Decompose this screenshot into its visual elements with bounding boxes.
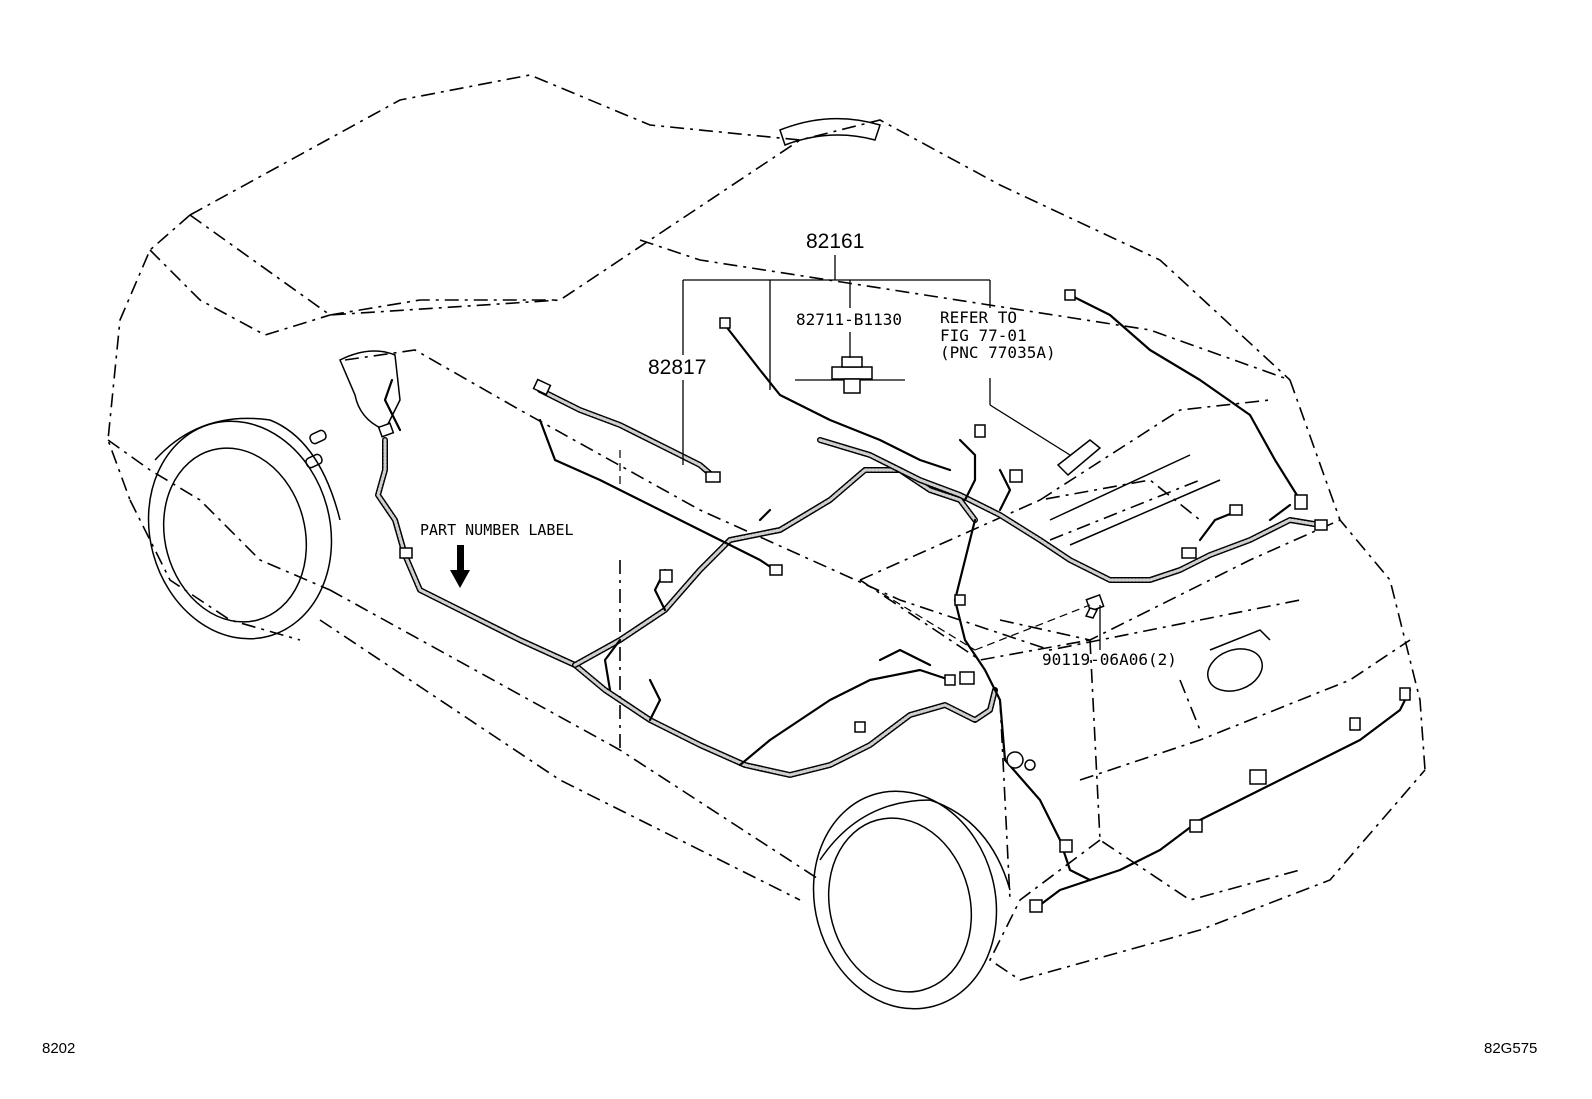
clip-illustration <box>795 356 905 394</box>
car-body-outline <box>107 74 1426 981</box>
figure-id: 82G575 <box>1484 1040 1538 1057</box>
part-number-bolt: 90119-06A06(2) <box>1042 650 1177 669</box>
connectors <box>377 289 1411 913</box>
car-solid-details <box>147 117 1271 1010</box>
part-number-82161: 82161 <box>806 230 865 253</box>
part-number-82817: 82817 <box>648 356 707 379</box>
bolt-illustration <box>1084 594 1105 619</box>
module-illustration <box>1056 439 1102 477</box>
refer-to-note: REFER TO FIG 77-01 (PNC 77035A) <box>940 308 1056 363</box>
leader-lines <box>619 255 1101 651</box>
part-number-label-note: PART NUMBER LABEL <box>420 521 574 539</box>
down-arrow-icon <box>450 545 470 588</box>
part-number-clip: 82711-B1130 <box>796 310 902 329</box>
branch-wires <box>383 293 1412 907</box>
page-id: 8202 <box>42 1040 76 1057</box>
floor-wire-harness <box>375 437 1323 778</box>
